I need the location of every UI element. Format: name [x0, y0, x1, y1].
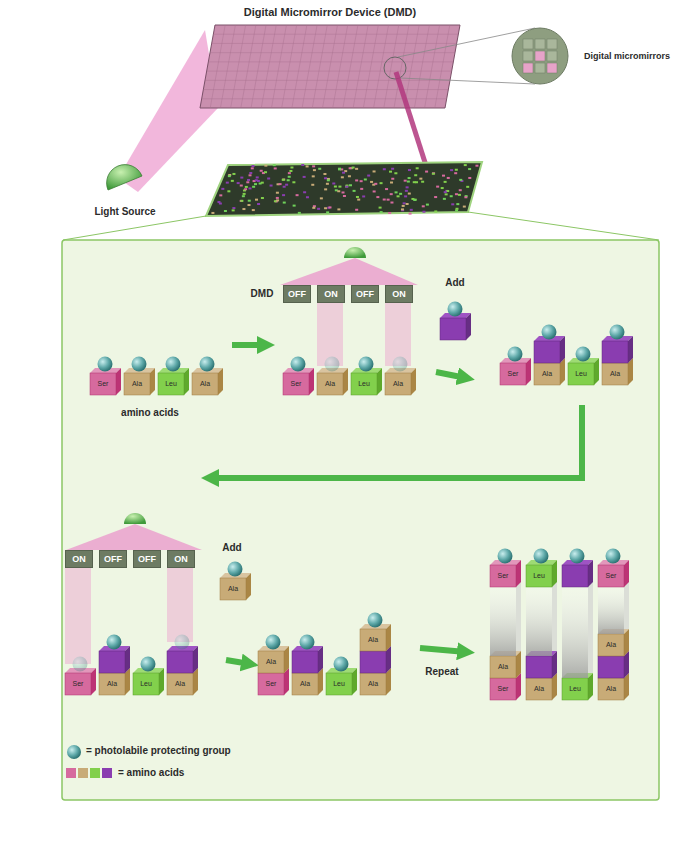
amino-acid-code: Ala — [598, 370, 632, 378]
mirror-switch: ON — [317, 285, 345, 303]
process-panel — [62, 240, 659, 800]
mirror-switch: ON — [167, 550, 195, 568]
amino-acid-code: Ala — [381, 380, 415, 388]
step-label: Add — [435, 277, 475, 289]
amino-acid-code: Leu — [322, 680, 356, 688]
amino-acid-code: Ala — [188, 380, 222, 388]
dmd-label: DMD — [244, 288, 280, 300]
switch-state: OFF — [288, 289, 306, 299]
amino-acid-code: Ser — [61, 680, 95, 688]
amino-acid-code: Ala — [522, 685, 556, 693]
amino-acid-code: Ser — [496, 370, 530, 378]
amino-acid-code: Ser — [279, 380, 313, 388]
amino-acid-code: Ala — [356, 680, 390, 688]
switch-state: ON — [324, 289, 338, 299]
mirror-switch: OFF — [351, 285, 379, 303]
device-title: Digital Micromirror Device (DMD) — [170, 6, 490, 19]
amino-acid-code: Leu — [564, 370, 598, 378]
synthesis-steps — [65, 247, 633, 700]
amino-acid-code: Ala — [530, 370, 564, 378]
switch-state: OFF — [138, 554, 156, 564]
amino-acid-code: Ala — [95, 680, 129, 688]
switch-state: OFF — [356, 289, 374, 299]
amino-acid-code: Ala — [313, 380, 347, 388]
switch-state: ON — [72, 554, 86, 564]
amino-acid-code: Leu — [154, 380, 188, 388]
amino-acid-code: Ser — [254, 680, 288, 688]
switch-state: ON — [392, 289, 406, 299]
amino-acid-code: Leu — [347, 380, 381, 388]
mirror-switch: OFF — [283, 285, 311, 303]
legend-text: = amino acids — [118, 767, 184, 778]
amino-acid-code: Ala — [594, 641, 628, 649]
amino-acid-code: Ser — [486, 685, 520, 693]
amino-acid-code: Leu — [558, 685, 592, 693]
amino-acid-code: Ala — [288, 680, 322, 688]
dmd-setup — [63, 25, 659, 240]
mirror-switch: OFF — [99, 550, 127, 568]
amino-acid-code: Ala — [356, 636, 390, 644]
amino-acid-code: Ala — [216, 585, 250, 593]
mirror-switch: OFF — [133, 550, 161, 568]
amino-acid-code: Ala — [486, 663, 520, 671]
amino-acid-code: Ala — [254, 658, 288, 666]
caption-label: amino acids — [95, 407, 205, 419]
switch-state: OFF — [104, 554, 122, 564]
amino-acid-code: Leu — [522, 572, 556, 580]
legend-text: = photolabile protecting group — [86, 745, 231, 756]
callout-label: Light Source — [75, 206, 175, 218]
amino-acid-code: Ala — [594, 685, 628, 693]
step-label: Repeat — [412, 666, 472, 678]
mirror-switch: ON — [385, 285, 413, 303]
amino-acid-code: Ser — [86, 380, 120, 388]
legend-entry: = amino acids — [118, 767, 184, 778]
amino-acid-code: Ala — [120, 380, 154, 388]
mirror-switch: ON — [65, 550, 93, 568]
amino-acid-code: Ala — [163, 680, 197, 688]
switch-state: ON — [174, 554, 188, 564]
callout-label: Digital micromirrors — [579, 51, 675, 61]
amino-acid-code: Ser — [486, 572, 520, 580]
step-label: Add — [212, 542, 252, 554]
amino-acid-code: Ser — [594, 572, 628, 580]
legend-entry: = photolabile protecting group — [86, 745, 231, 756]
amino-acid-code: Leu — [129, 680, 163, 688]
